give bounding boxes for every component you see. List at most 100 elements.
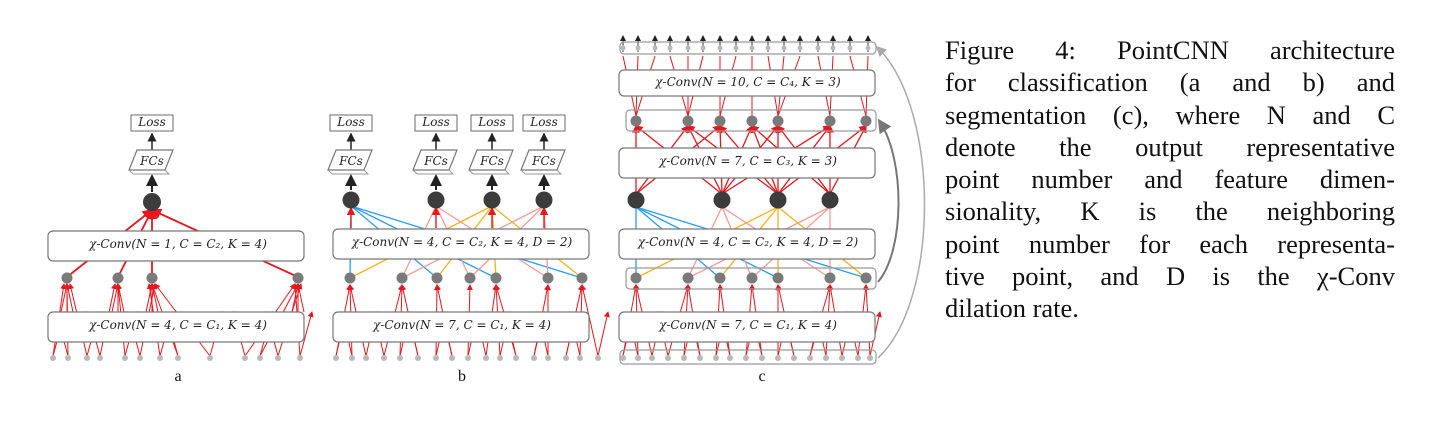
panel-a-mid-point: [292, 272, 304, 284]
panel-c-level1-point: [630, 272, 642, 284]
panel-a-mid-point: [146, 272, 158, 284]
panel-a-mid-edge: [111, 283, 120, 313]
panel-b-fcs-box-shadow: [468, 169, 511, 175]
panel-c-input-point: [713, 355, 719, 361]
panel-c-conv-1-label: χ-Conv(N = 7, C = C₁, K = 4): [658, 318, 837, 332]
panel-c-level3-point: [630, 115, 642, 127]
panel-c-input-point: [743, 355, 749, 361]
point-nodes: [50, 45, 873, 361]
panel-a-loss-box: [130, 114, 174, 132]
caption-line-6: sionality, K is the neighboring: [945, 196, 1395, 227]
caption-line-8: tive point, and D is the χ-Conv: [945, 261, 1395, 292]
panel-a-input-point: [175, 355, 181, 361]
panel-b-fcs-box: [520, 149, 566, 171]
panel-c-input-point: [823, 355, 829, 361]
panel-b-fcs-label-4: FCs: [531, 154, 556, 168]
panel-a-input-point: [207, 355, 213, 361]
panel-c-output-point: [620, 45, 626, 51]
panel-c-input-point: [867, 355, 873, 361]
panel-a-input-point: [122, 355, 128, 361]
panel-b-input-point: [531, 355, 537, 361]
panel-b-fcs-label-2: FCs: [423, 154, 448, 168]
panel-b-input-point: [433, 355, 439, 361]
panel-b-mid-point: [396, 272, 408, 284]
panel-b-input-edge: [597, 311, 610, 357]
panel-c-level2-point: [821, 191, 839, 209]
panel-b-mid-point: [576, 272, 588, 284]
panel-a-mid-point: [61, 272, 73, 284]
panel-a-mid-edge: [116, 283, 125, 313]
panel-b-top-point: [342, 191, 360, 209]
panel-c-level2-point: [713, 191, 731, 209]
caption-line-2: for classification (a and b) and: [945, 67, 1395, 98]
caption-line-7: point number for each representa-: [945, 228, 1395, 259]
panel-c-input-point: [855, 355, 861, 361]
panel-b-top-point: [483, 191, 501, 209]
panel-c-input-point: [697, 355, 703, 361]
pointcnn-architecture-figure: χ-Conv(N = 4, C = C₁, K = 4) χ-Conv(N = …: [47, 35, 926, 385]
panel-c-input-row: [619, 349, 877, 365]
panel-b-fcs-box-shadow: [327, 169, 370, 175]
panel-c-level1-point: [860, 272, 872, 284]
panel-b-input-point: [595, 355, 601, 361]
panel-c-output-point: [733, 45, 739, 51]
panel-b-fcs-label-3: FCs: [479, 154, 504, 168]
panel-c-level1-point: [824, 272, 836, 284]
panel-b-mid-point: [431, 272, 443, 284]
panel-c-conv-3-label: χ-Conv(N = 7, C = C₃, K = 3): [658, 154, 837, 168]
panel-a-mid-edge: [150, 283, 159, 313]
panel-b-conv-bottom-label: χ-Conv(N = 7, C = C₁, K = 4): [372, 318, 551, 332]
panel-b-conv-bottom-box: [332, 311, 590, 343]
panel-b-input-point: [513, 355, 519, 361]
panel-c-output-point: [685, 45, 691, 51]
panel-a-input-edge: [299, 311, 314, 357]
caption-line-5: point number and feature dimen-: [945, 164, 1395, 195]
panel-b-input-point: [577, 355, 583, 361]
panel-c-input-point: [791, 355, 797, 361]
panel-c-output-point: [815, 45, 821, 51]
panel-b-fcs-box-shadow: [520, 169, 563, 175]
panel-c-output-point: [781, 45, 787, 51]
panel-b-conv-top-label: χ-Conv(N = 4, C = C₂, K = 4, D = 2): [351, 235, 573, 249]
panel-c-input-point: [620, 355, 626, 361]
panel-c-output-point: [830, 45, 836, 51]
panel-c-label: c: [758, 368, 765, 385]
panel-c-level3-point: [714, 115, 726, 127]
panel-c-skip-row-1: [625, 267, 877, 290]
panel-c-skip-arrow-inner: [877, 118, 900, 283]
panel-b-top-point: [535, 191, 553, 209]
panel-b-top-point: [427, 191, 445, 209]
panel-a-input-point: [97, 355, 103, 361]
panel-c-output-point: [717, 45, 723, 51]
layer-boxes: [47, 41, 877, 365]
panel-c-output-point: [797, 45, 803, 51]
caption-line-3: segmentation (c), where N and C: [945, 99, 1395, 130]
panel-b-fcs-box: [327, 149, 373, 171]
panel-a-conv-top-label: χ-Conv(N = 1, C = C₂, K = 4): [88, 237, 267, 251]
panel-b-fcs-label-1: FCs: [338, 154, 363, 168]
panel-b-input-point: [563, 355, 569, 361]
panel-c-output-point: [652, 45, 658, 51]
panel-b-input-point: [483, 355, 489, 361]
panel-b: χ-Conv(N = 7, C = C₁, K = 4) χ-Conv(N = …: [336, 115, 572, 385]
panel-c-level1-point: [682, 272, 694, 284]
panel-b-mid-point: [542, 272, 554, 284]
panel-b-loss-label-3: Loss: [477, 115, 506, 129]
panel-c-input-point: [665, 355, 671, 361]
panel-b-input-point: [333, 355, 339, 361]
panel-a-input-point: [50, 355, 56, 361]
panel-a-mid-point: [112, 272, 124, 284]
panel-c-level1-point: [746, 272, 758, 284]
panel-b-fcs-box: [468, 149, 514, 171]
panel-a: χ-Conv(N = 4, C = C₁, K = 4) χ-Conv(N = …: [88, 115, 267, 385]
panel-b-input-point: [465, 355, 471, 361]
panel-c-output-point: [667, 45, 673, 51]
panel-c-level3-point: [860, 115, 872, 127]
panel-b-input-point: [545, 355, 551, 361]
panel-c-conv-1-box: [618, 311, 876, 343]
panel-a-input-point: [297, 355, 303, 361]
panel-b-loss-box: [522, 114, 566, 132]
panel-b-fcs-box-shadow: [412, 169, 455, 175]
panel-b-fcs-box: [412, 149, 458, 171]
panel-a-input-point: [257, 355, 263, 361]
